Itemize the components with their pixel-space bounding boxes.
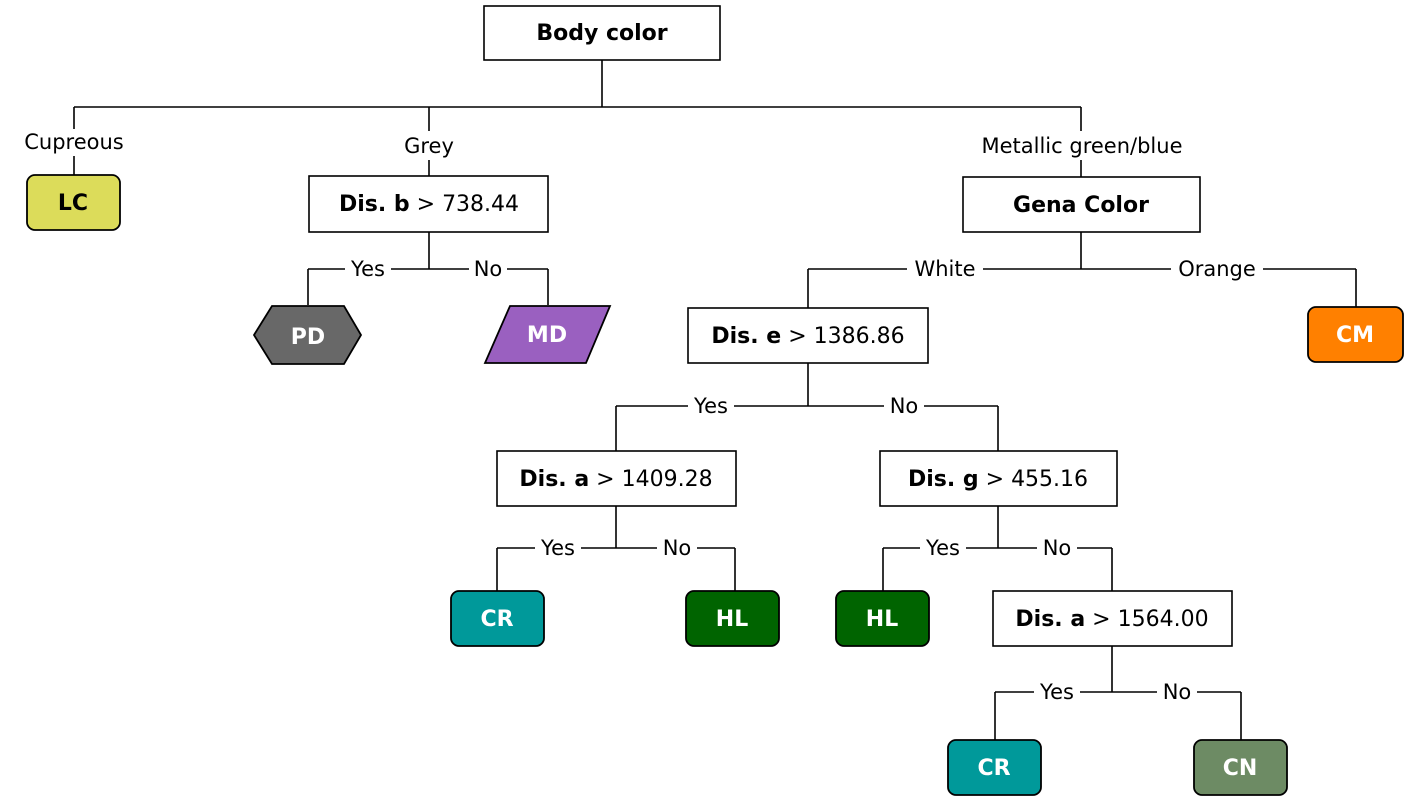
leaf-label: HL	[866, 607, 898, 632]
leaf-label: CR	[977, 756, 1010, 781]
branch-label-no: No	[474, 257, 503, 281]
leaf-label: LC	[58, 191, 88, 216]
feature-label: Dis. e	[711, 324, 781, 349]
leaf-label: CN	[1223, 756, 1258, 781]
svg-text:Dis. e > 1386.86: Dis. e > 1386.86	[711, 324, 904, 349]
branch-label-yes: Yes	[350, 257, 385, 281]
leaf-cr: CR	[947, 739, 1042, 796]
threshold-value: 738.44	[442, 192, 519, 217]
threshold-value: 1409.28	[622, 467, 713, 492]
leaf-cm: CM	[1307, 306, 1404, 363]
leaf-lc: LC	[26, 174, 121, 231]
branch-label-orange: Orange	[1178, 257, 1256, 281]
leaf-hl: HL	[685, 590, 780, 647]
leaf-label: PD	[291, 325, 325, 350]
root-label: Body color	[536, 21, 667, 46]
leaf-pd: PD	[252, 305, 363, 365]
leaf-cn: CN	[1193, 739, 1288, 796]
node-dis-a-1: Dis. a > 1409.28	[496, 450, 737, 507]
branch-label-no: No	[663, 536, 692, 560]
node-dis-a-2: Dis. a > 1564.00	[992, 590, 1233, 647]
leaf-hl: HL	[835, 590, 930, 647]
root-node: Body color	[483, 5, 721, 61]
node-dis-g: Dis. g > 455.16	[879, 450, 1118, 507]
gena-label: Gena Color	[1013, 193, 1149, 218]
svg-text:Dis. a > 1564.00: Dis. a > 1564.00	[1015, 607, 1208, 632]
feature-label: Dis. b	[339, 192, 410, 217]
node-gena-color: Gena Color	[962, 176, 1201, 233]
leaf-md: MD	[483, 305, 612, 364]
leaf-cr: CR	[450, 590, 545, 647]
branch-label-yes: Yes	[925, 536, 960, 560]
leaf-label: CR	[480, 607, 513, 632]
branch-label-white: White	[914, 257, 975, 281]
branch-label-yes: Yes	[1039, 680, 1074, 704]
feature-label: Dis. a	[519, 467, 589, 492]
branch-label-grey: Grey	[404, 134, 454, 158]
branch-label-no: No	[1043, 536, 1072, 560]
feature-label: Dis. a	[1015, 607, 1085, 632]
feature-label: Dis. g	[908, 467, 979, 492]
branch-label-no: No	[890, 394, 919, 418]
leaf-label: HL	[716, 607, 748, 632]
branch-label-cupreous: Cupreous	[24, 130, 124, 154]
branch-label-yes: Yes	[693, 394, 728, 418]
node-dis-b: Dis. b > 738.44	[308, 175, 549, 233]
leaf-label: CM	[1336, 323, 1374, 348]
branch-label-no: No	[1163, 680, 1192, 704]
branch-label-yes: Yes	[540, 536, 575, 560]
svg-text:Dis. a > 1409.28: Dis. a > 1409.28	[519, 467, 712, 492]
svg-text:Dis. b > 738.44: Dis. b > 738.44	[339, 192, 519, 217]
node-dis-e: Dis. e > 1386.86	[687, 307, 929, 364]
threshold-value: 1386.86	[814, 324, 905, 349]
svg-text:Dis. g > 455.16: Dis. g > 455.16	[908, 467, 1088, 492]
leaf-label: MD	[527, 323, 567, 348]
threshold-value: 455.16	[1011, 467, 1088, 492]
threshold-value: 1564.00	[1118, 607, 1209, 632]
branch-label-metallic: Metallic green/blue	[982, 134, 1183, 158]
